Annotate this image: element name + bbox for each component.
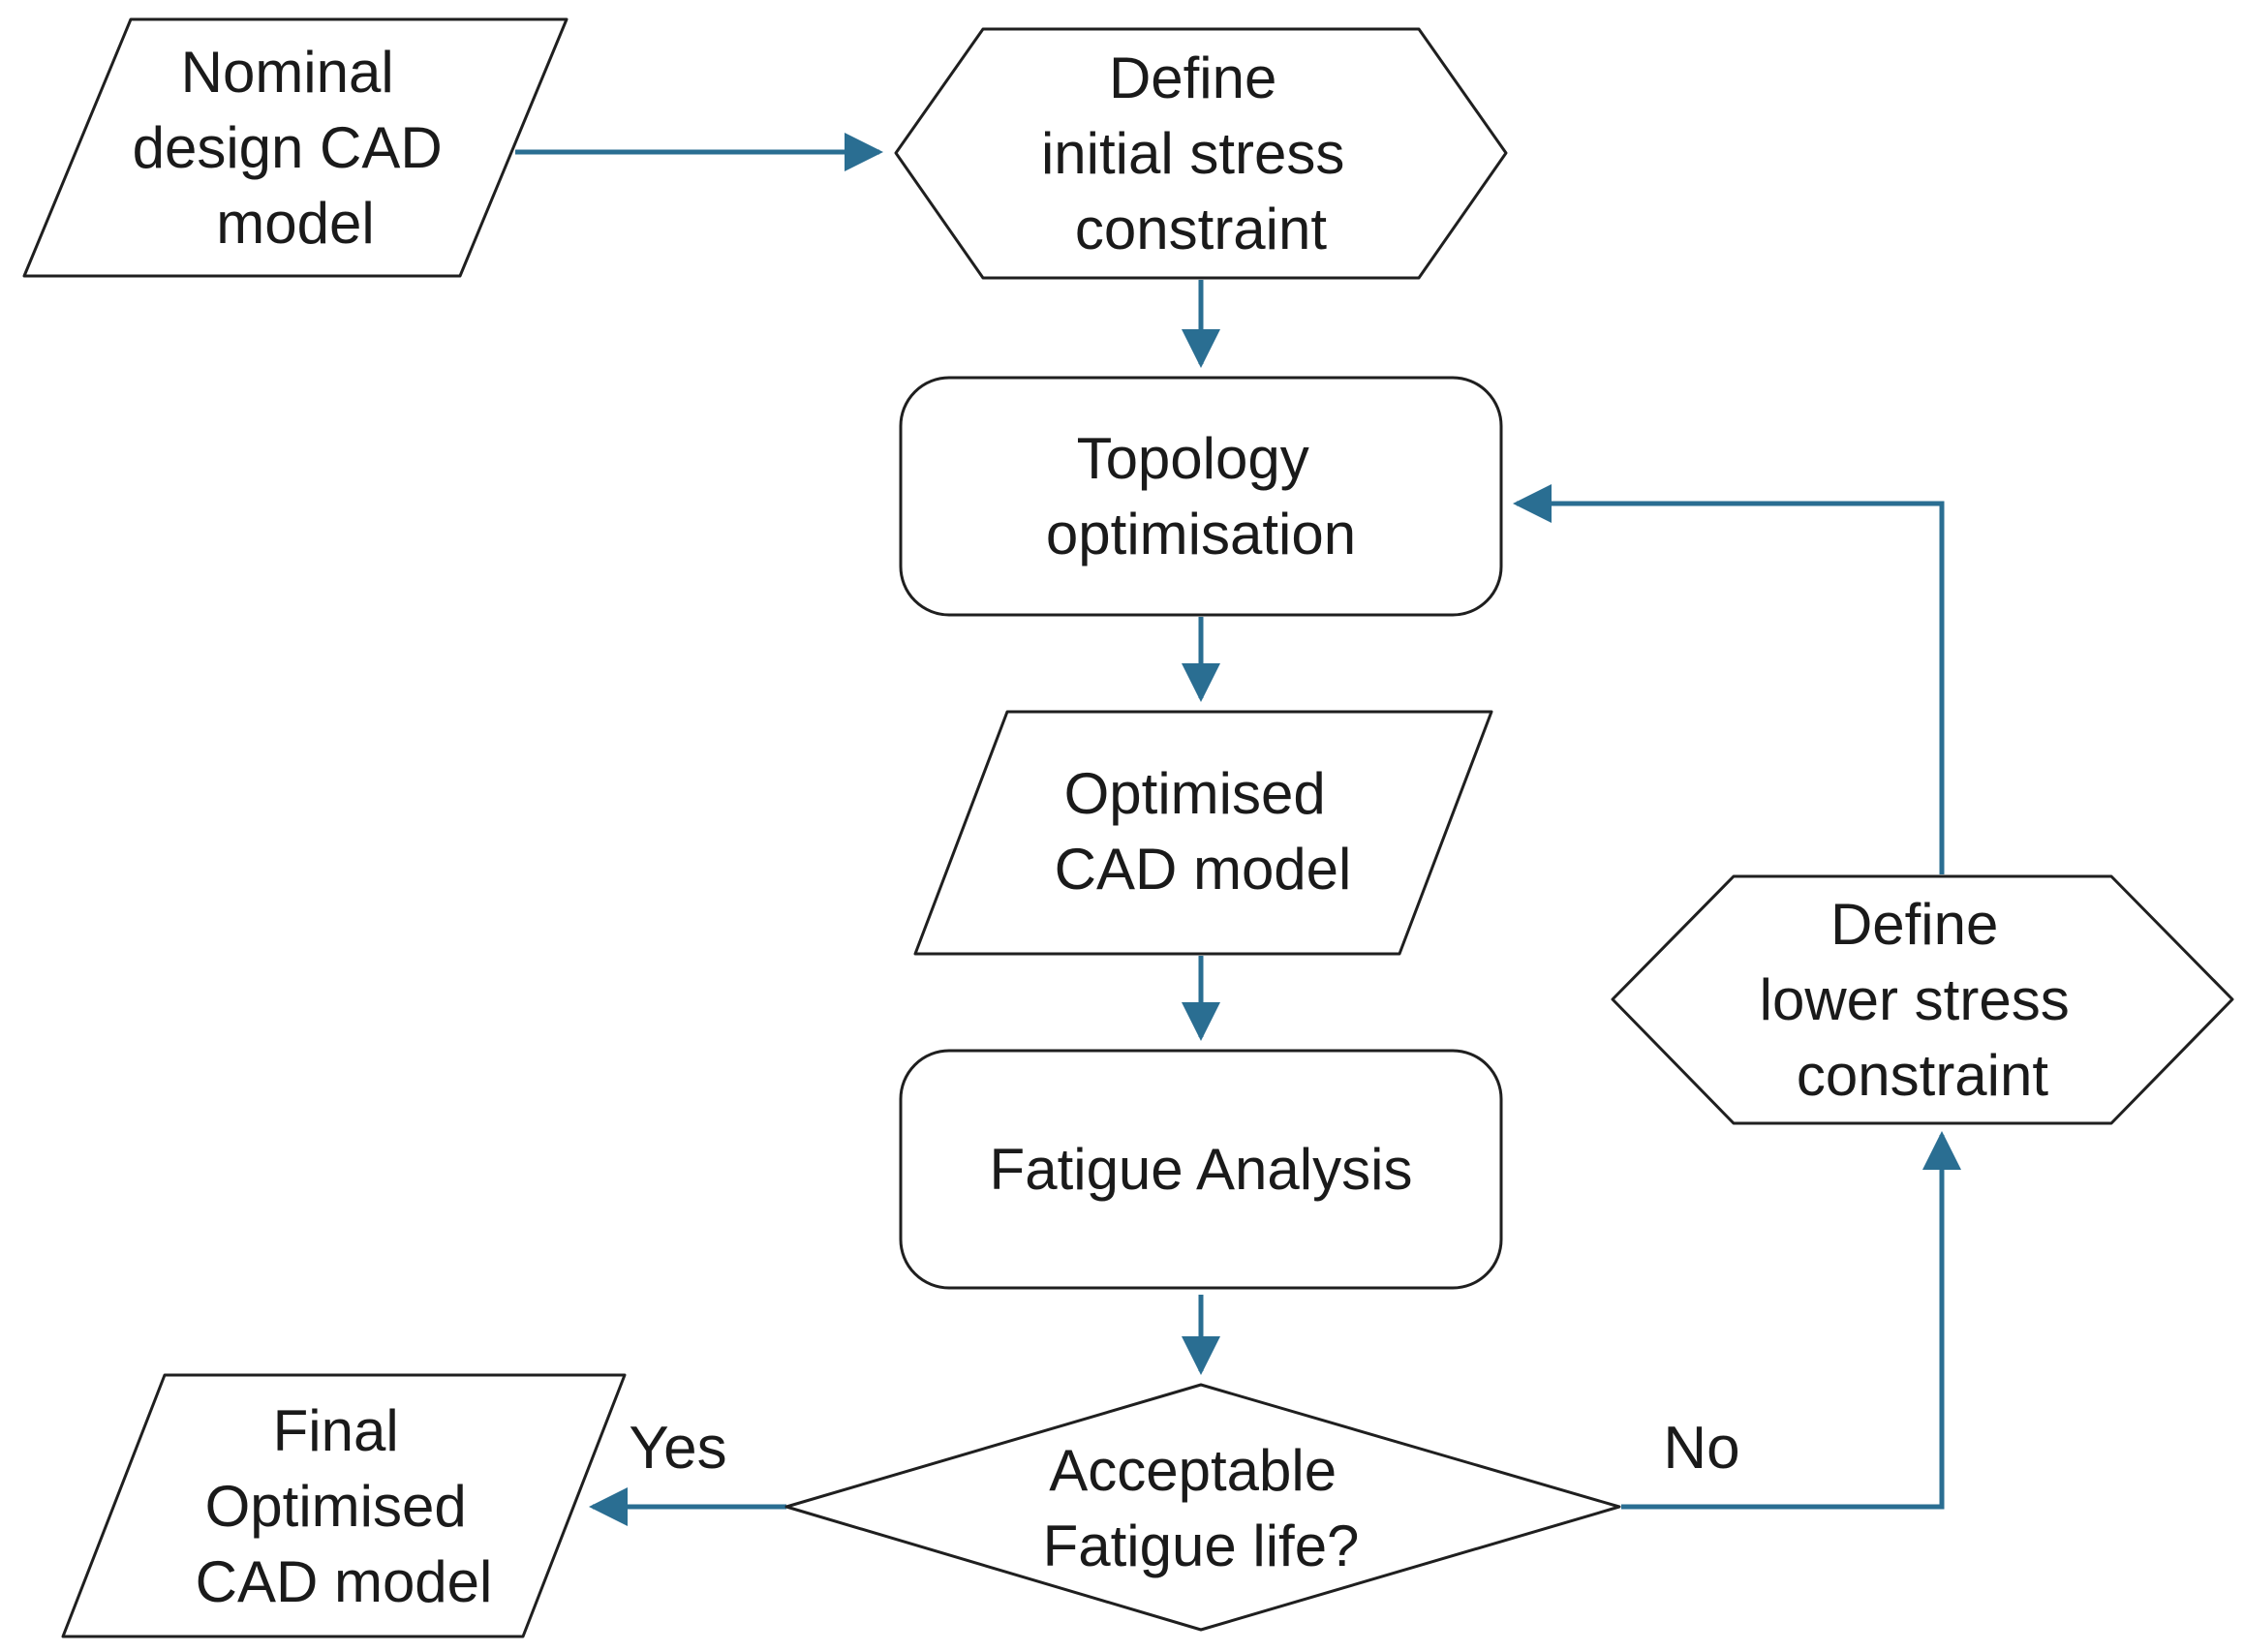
hexagon-shape — [1611, 874, 2234, 1125]
node-topology-optimisation: Topology optimisation — [899, 376, 1503, 617]
edge-decision-yes-to-final-cad: Yes — [589, 1415, 786, 1526]
edge-label-yes: Yes — [629, 1415, 726, 1482]
connector-line — [1513, 484, 1945, 874]
node-label: Define lower stress constraint — [1760, 892, 2086, 1108]
node-label-line: design CAD — [133, 115, 443, 180]
node-label: Topology optimisation — [1046, 426, 1356, 566]
node-define-initial-stress-constraint: Define initial stress constraint — [894, 27, 1508, 280]
node-label-line: constraint — [1075, 197, 1327, 261]
edge-define-lower-to-topology — [1513, 484, 1945, 874]
rounded-rect-shape — [899, 1049, 1503, 1290]
node-label-line: CAD model — [196, 1549, 493, 1614]
node-final-optimised-cad-model: Final Optimised CAD model — [61, 1373, 627, 1638]
node-label-line: Fatigue Analysis — [990, 1137, 1413, 1202]
edge-label-no: No — [1663, 1415, 1739, 1482]
node-label: Define initial stress constraint — [1041, 46, 1361, 261]
node-label-line: Topology — [1077, 426, 1309, 491]
node-label-line: optimisation — [1046, 502, 1356, 566]
node-label: Final Optimised CAD model — [196, 1398, 493, 1614]
node-acceptable-fatigue-life-decision: Acceptable Fatigue life? — [784, 1383, 1621, 1632]
parallelogram-shape — [913, 710, 1493, 956]
node-label-line: model — [216, 191, 374, 256]
node-label-line: CAD model — [1055, 837, 1352, 902]
node-label-line: Final — [273, 1398, 399, 1463]
hexagon-shape — [894, 27, 1508, 280]
node-label-line: initial stress — [1041, 121, 1344, 186]
node-label-line: Nominal — [181, 40, 394, 105]
diamond-shape — [784, 1383, 1621, 1632]
node-label-line: Optimised — [205, 1474, 467, 1539]
node-label: Acceptable Fatigue life? — [1043, 1438, 1360, 1578]
node-fatigue-analysis: Fatigue Analysis — [899, 1049, 1503, 1290]
node-label-line: Fatigue life? — [1043, 1514, 1360, 1578]
node-label-line: Define — [1109, 46, 1276, 110]
edge-decision-no-to-define-lower: No — [1621, 1131, 1961, 1510]
node-label-line: Define — [1830, 892, 1998, 957]
node-label: Optimised CAD model — [1055, 761, 1352, 902]
node-define-lower-stress-constraint: Define lower stress constraint — [1611, 874, 2234, 1125]
node-label-line: lower stress — [1760, 967, 2070, 1032]
parallelogram-shape — [22, 17, 569, 278]
rounded-rect-shape — [899, 376, 1503, 617]
node-label-line: Acceptable — [1049, 1438, 1337, 1503]
node-label: Fatigue Analysis — [990, 1137, 1413, 1202]
connector-line — [1621, 1131, 1961, 1510]
node-label-line: Optimised — [1064, 761, 1326, 826]
node-optimised-cad-model: Optimised CAD model — [913, 710, 1493, 956]
node-label-line: constraint — [1797, 1043, 2048, 1108]
node-nominal-design-cad-model: Nominal design CAD model — [22, 17, 569, 278]
parallelogram-shape — [61, 1373, 627, 1638]
node-label: Nominal design CAD model — [133, 40, 459, 256]
